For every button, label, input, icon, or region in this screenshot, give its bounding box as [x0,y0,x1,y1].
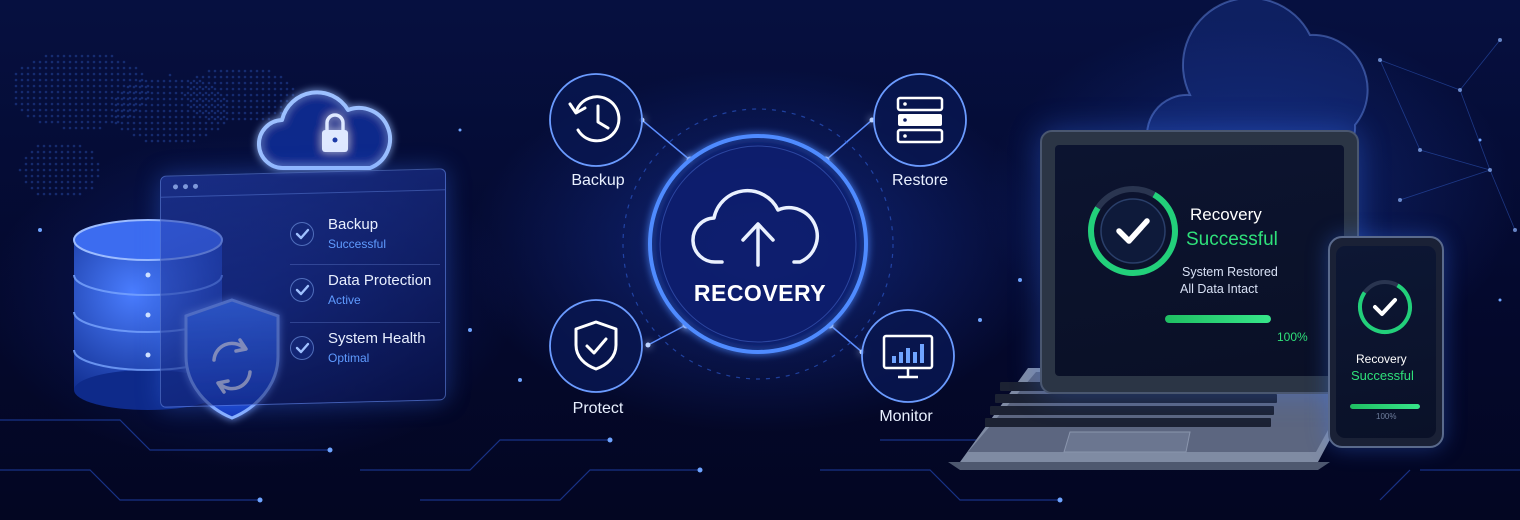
status-title: Backup [328,216,379,233]
divider [290,264,440,265]
progress-fill [1165,315,1271,323]
divider [290,322,440,323]
node-label-restore: Restore [891,172,949,189]
check-icon [290,336,314,360]
success-check-icon [1358,280,1412,334]
check-icon [290,278,314,302]
status-title: Data Protection [328,272,432,289]
shield-check-icon [574,320,618,371]
monitor-chart-icon [882,334,934,379]
status-value: Optimal [328,351,370,365]
success-check-icon [1088,186,1178,276]
status-line-1: System Restored [1182,265,1278,279]
recovery-title: Recovery [1190,205,1262,224]
cloud-lock-icon [257,90,393,171]
phone-progress-bar [1350,404,1420,409]
network-mesh [1379,39,1516,231]
node-label-backup: Backup [571,172,625,189]
laptop-display: Recovery Successful System Restored All … [1055,145,1344,376]
protect-node [549,299,643,393]
hub-connectors [641,119,873,353]
world-map-dots [14,54,295,196]
circuit-nodes [38,128,1502,503]
laptop-screen: Recovery Successful System Restored All … [1040,130,1359,394]
backup-node [549,73,643,167]
history-clock-icon [568,95,621,143]
check-icon [290,222,314,246]
status-title: System Health [328,330,426,347]
phone-recovery-status: Successful [1351,368,1414,383]
status-value: Active [328,293,361,307]
phone-progress-label: 100% [1376,412,1397,421]
phone-recovery-title: Recovery [1356,352,1407,366]
progress-label: 100% [1277,330,1308,344]
progress-bar [1165,315,1271,323]
recovery-status: Successful [1186,229,1278,250]
phone-display: Recovery Successful 100% [1336,246,1436,438]
node-label-monitor: Monitor [879,408,933,425]
status-line-2: All Data Intact [1180,282,1258,296]
cloud-upload-icon [691,188,819,267]
status-value: Successful [328,237,387,251]
hub-label: RECOVERY [693,280,827,306]
node-label-protect: Protect [572,400,624,417]
phone-progress-fill [1350,404,1420,409]
phone: Recovery Successful 100% [1328,236,1444,448]
background-cloud [1146,0,1369,151]
server-rack-icon [896,96,944,144]
